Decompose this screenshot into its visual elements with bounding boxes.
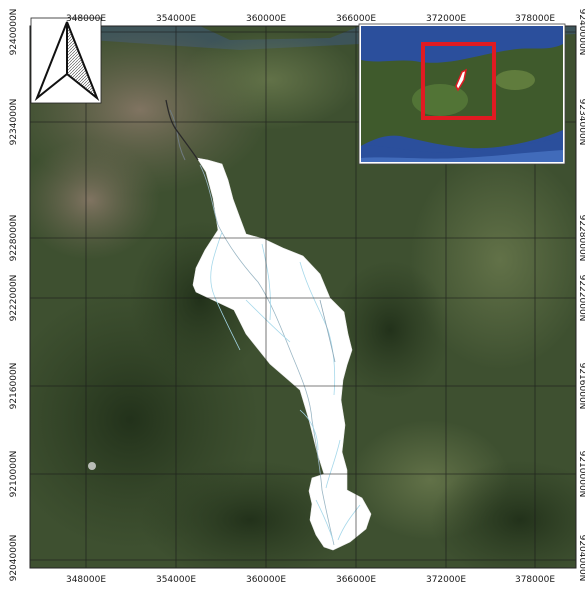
top-label-354000E: 354000E — [156, 14, 196, 24]
right-label-9228000N: 9228000N — [577, 215, 585, 262]
left-label-9234000N: 9234000N — [9, 99, 19, 146]
inset-highlight-box — [421, 42, 496, 120]
left-label-9240000N: 9240000N — [9, 9, 19, 56]
left-label-9210000N: 9210000N — [9, 451, 19, 498]
top-label-366000E: 366000E — [336, 14, 376, 24]
bottom-label-378000E: 378000E — [515, 575, 555, 585]
inset-catchment-marker — [455, 68, 468, 92]
left-axis-labels: 9240000N 9234000N 9228000N 9222000N 9216… — [9, 9, 19, 582]
right-label-9204000N: 9204000N — [577, 535, 585, 582]
top-label-348000E: 348000E — [66, 14, 106, 24]
top-axis-labels: 348000E 354000E 360000E 366000E 372000E … — [66, 14, 555, 24]
left-label-9216000N: 9216000N — [9, 363, 19, 410]
left-label-9228000N: 9228000N — [9, 215, 19, 262]
right-label-9222000N: 9222000N — [577, 275, 585, 322]
bottom-label-366000E: 366000E — [336, 575, 376, 585]
bottom-label-360000E: 360000E — [246, 575, 286, 585]
left-label-9204000N: 9204000N — [9, 535, 19, 582]
right-label-9234000N: 9234000N — [577, 99, 585, 146]
river-network — [165, 99, 361, 546]
top-label-378000E: 378000E — [515, 14, 555, 24]
north-arrow-icon — [34, 21, 100, 102]
bottom-label-354000E: 354000E — [156, 575, 196, 585]
right-label-9210000N: 9210000N — [577, 451, 585, 498]
locator-inset-map — [358, 23, 566, 165]
right-label-9216000N: 9216000N — [577, 363, 585, 410]
bottom-axis-labels: 348000E 354000E 360000E 366000E 372000E … — [66, 575, 555, 585]
top-label-360000E: 360000E — [246, 14, 286, 24]
map-border — [29, 25, 577, 569]
bottom-label-348000E: 348000E — [66, 575, 106, 585]
catchment-boundary — [192, 157, 372, 551]
left-label-9222000N: 9222000N — [9, 275, 19, 322]
right-label-9240000N: 9240000N — [577, 9, 585, 56]
right-axis-labels: 9240000N 9234000N 9228000N 9222000N 9216… — [577, 9, 585, 582]
top-label-372000E: 372000E — [426, 14, 466, 24]
bottom-label-372000E: 372000E — [426, 575, 466, 585]
north-arrow-panel — [30, 17, 102, 104]
